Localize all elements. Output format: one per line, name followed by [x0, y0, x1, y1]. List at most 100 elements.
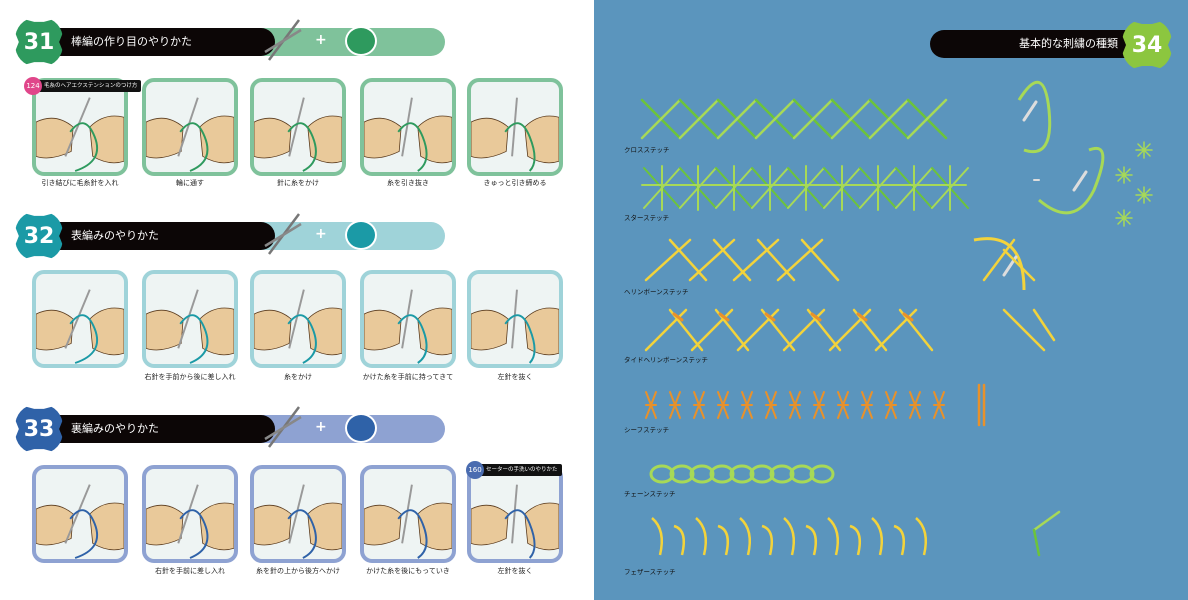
tied-herringbone-stitch [874, 308, 918, 352]
herringbone-stitch [688, 238, 736, 282]
stitch-label: ヘリンボーンステッチ [624, 288, 689, 296]
stitch-label: クロスステッチ [624, 146, 670, 154]
stitch-label: チェーンステッチ [624, 490, 676, 498]
plus-sign: + [315, 32, 327, 48]
step-caption: 針に糸をかけ [277, 179, 319, 187]
herringbone-stitch [800, 238, 840, 282]
section-number-badge: 31 [15, 18, 63, 66]
cross-stitch [906, 98, 948, 140]
hands-knitting-illustration [145, 289, 235, 364]
step-illustration [360, 270, 456, 368]
step-illustration [250, 465, 346, 563]
hands-knitting-illustration [35, 289, 125, 364]
yarn-ball-icon [345, 413, 377, 443]
step-caption: 左針を抜く [497, 567, 533, 575]
hands-knitting-illustration [470, 484, 560, 559]
step-caption: 糸を針の上から後方へかけ [256, 567, 340, 575]
step-illustration [142, 78, 238, 176]
herringbone-stitch [732, 238, 780, 282]
tied-herringbone-stitch [644, 308, 688, 352]
yarn-ball-icon [345, 220, 377, 250]
thread-loop-diagram [1017, 80, 1052, 153]
tied-herringbone-stitch [782, 308, 826, 352]
reference-page-number: 160 [466, 461, 484, 479]
tied-herringbone-stitch [902, 312, 914, 322]
chain-stitch [649, 464, 675, 484]
thread-loop-diagram [973, 237, 1026, 291]
hands-knitting-illustration [470, 97, 560, 172]
star-motif [1137, 143, 1151, 157]
hands-knitting-illustration [363, 289, 453, 364]
step-illustration [360, 465, 456, 563]
step-caption: 右針を手前から後に差し入れ [144, 373, 236, 381]
hands-knitting-illustration [363, 97, 453, 172]
knitting-needles-icon [264, 213, 302, 255]
stitch-label: フェザーステッチ [624, 568, 676, 576]
feather-stitch [871, 517, 883, 556]
herringbone-stitch [776, 238, 824, 282]
section-title: 裏編みのやりかた [55, 415, 275, 443]
feather-stitch [673, 524, 685, 556]
step-illustration [142, 465, 238, 563]
step-illustration [467, 78, 563, 176]
chain-stitch [669, 464, 695, 484]
step-illustration [467, 270, 563, 368]
star-motif [1117, 211, 1131, 225]
step-illustration [250, 78, 346, 176]
chain-stitch [709, 464, 735, 484]
herringbone-stitch [668, 238, 708, 282]
section-34-badge: 34 [1122, 20, 1172, 70]
feather-stitch [805, 524, 817, 556]
chain-stitch [729, 464, 755, 484]
reference-page-number: 124 [24, 77, 42, 95]
reference-title: 毛糸のヘアエクステンションのつけ方 [44, 83, 138, 89]
tied-herringbone-stitch [810, 312, 822, 322]
tied-herringbone-stitch [690, 308, 734, 352]
tied-herringbone-stitch [764, 312, 776, 322]
herringbone-stitch [644, 238, 692, 282]
reference-title: セーターの手洗いのやりかた [486, 467, 558, 473]
stitch-label: シーフステッチ [624, 426, 670, 434]
herringbone-stitch [712, 238, 752, 282]
feather-stitch [651, 517, 663, 556]
herringbone-stitch [756, 238, 796, 282]
tied-herringbone-diagram [1032, 308, 1056, 342]
section-title: 表編みのやりかた [55, 222, 275, 250]
section-number-badge: 33 [15, 405, 63, 453]
feather-diagram [1032, 528, 1041, 557]
feather-stitch [849, 524, 861, 556]
tied-herringbone-stitch [736, 308, 780, 352]
knitting-needles-icon [264, 19, 302, 61]
feather-stitch [915, 517, 927, 556]
feather-stitch [761, 524, 773, 556]
step-illustration [32, 78, 128, 176]
tied-herringbone-stitch [672, 312, 684, 322]
hands-knitting-illustration [35, 97, 125, 172]
hands-knitting-illustration [145, 97, 235, 172]
tied-herringbone-diagram [1002, 308, 1046, 352]
feather-stitch [893, 524, 905, 556]
section-number-badge: 32 [15, 212, 63, 260]
section-title: 棒編の作り目のやりかた [55, 28, 275, 56]
section-header: 表編みのやりかた 32 + [15, 212, 445, 260]
step-caption: 糸をかけ [284, 373, 312, 381]
stitch-illustrations [640, 80, 1153, 557]
star-motif [1137, 188, 1151, 202]
chain-stitch [749, 464, 775, 484]
section-header: 棒編の作り目のやりかた 31 + [15, 18, 445, 66]
step-caption: 輪に通す [176, 179, 204, 187]
hands-knitting-illustration [253, 484, 343, 559]
needle-icon [1022, 100, 1038, 122]
chain-stitch [689, 464, 715, 484]
section-header: 裏編みのやりかた 33 + [15, 405, 445, 453]
step-illustration [32, 465, 128, 563]
cross-stitch [830, 98, 872, 140]
step-caption: かけた糸を後にもっていき [366, 567, 450, 575]
section-34-title: 基本的な刺繍の種類 [930, 30, 1140, 58]
tied-herringbone-stitch [718, 312, 730, 322]
feather-stitch [783, 517, 795, 556]
chain-stitch [809, 464, 835, 484]
yarn-ball-icon [345, 26, 377, 56]
